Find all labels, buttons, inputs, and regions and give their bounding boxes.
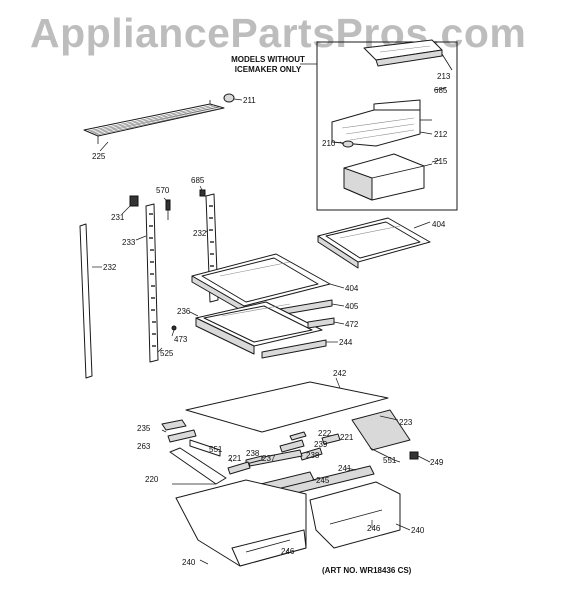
part-232-left-rail <box>79 223 93 379</box>
callout-240-b[interactable]: 240 <box>411 526 425 535</box>
callout-245[interactable]: 245 <box>316 476 330 485</box>
part-472 <box>307 317 335 329</box>
part-221-left <box>227 461 251 475</box>
part-233-ladder-rail <box>145 203 159 363</box>
callout-241[interactable]: 241 <box>338 464 352 473</box>
part-551-left <box>189 439 221 457</box>
callout-242[interactable]: 242 <box>333 369 347 378</box>
part-211 <box>223 93 235 103</box>
part-236-pan <box>195 301 323 355</box>
part-263 <box>167 429 197 443</box>
inset-title: MODELS WITHOUT ICEMAKER ONLY <box>231 55 305 74</box>
part-213 <box>363 39 453 71</box>
callout-212[interactable]: 212 <box>434 130 448 139</box>
part-551-right <box>369 447 395 461</box>
part-685-b <box>199 189 206 197</box>
callout-231[interactable]: 231 <box>111 213 125 222</box>
callout-223[interactable]: 223 <box>399 418 413 427</box>
callout-221-b[interactable]: 221 <box>228 454 242 463</box>
part-215 <box>343 153 433 201</box>
part-223 <box>351 409 411 451</box>
part-570 <box>165 199 171 220</box>
watermark-logo: AppliancePartsPros.com <box>30 10 527 56</box>
part-404-glass-shelf-right <box>317 217 431 269</box>
callout-213[interactable]: 213 <box>437 72 451 81</box>
callout-246-a[interactable]: 246 <box>281 547 295 556</box>
callout-236[interactable]: 236 <box>177 307 191 316</box>
callout-221-a[interactable]: 221 <box>340 433 354 442</box>
callout-211[interactable]: 211 <box>243 96 256 105</box>
callout-244[interactable]: 244 <box>339 338 353 347</box>
callout-551-b[interactable]: 551 <box>383 456 397 465</box>
part-473 <box>171 325 177 331</box>
callout-240-a[interactable]: 240 <box>182 558 196 567</box>
callout-239[interactable]: 239 <box>314 440 328 449</box>
part-225-wire-shelf <box>83 100 225 144</box>
callout-233[interactable]: 233 <box>122 238 136 247</box>
art-number: (ART NO. WR18436 CS) <box>322 566 412 575</box>
part-210 <box>339 140 354 148</box>
inset-frame <box>316 41 458 211</box>
callout-405[interactable]: 405 <box>345 302 359 311</box>
part-235 <box>161 419 187 431</box>
callout-215[interactable]: 215 <box>434 157 448 166</box>
callout-472[interactable]: 472 <box>345 320 359 329</box>
callout-232-a[interactable]: 232 <box>193 229 207 238</box>
callout-232-b[interactable]: 232 <box>103 263 117 272</box>
callout-685-b[interactable]: 685 <box>191 176 205 185</box>
part-240-left-drawer <box>175 479 307 567</box>
part-220 <box>169 447 227 485</box>
callout-570[interactable]: 570 <box>156 186 170 195</box>
part-249 <box>409 451 419 460</box>
callout-551-a[interactable]: 551 <box>209 445 223 454</box>
part-222 <box>289 431 307 441</box>
callout-685-a[interactable]: 685 <box>434 86 448 95</box>
part-212 <box>331 99 433 147</box>
callout-220[interactable]: 220 <box>145 475 159 484</box>
part-237 <box>247 449 303 467</box>
leader-lines <box>92 87 447 565</box>
part-239 <box>279 439 305 453</box>
callout-249[interactable]: 249 <box>430 458 444 467</box>
callout-225[interactable]: 225 <box>92 152 106 161</box>
callout-210[interactable]: 210 <box>322 139 336 148</box>
callout-404-b[interactable]: 404 <box>345 284 359 293</box>
part-231 <box>129 195 139 207</box>
callout-238-b[interactable]: 238 <box>306 451 320 460</box>
callout-404-a[interactable]: 404 <box>432 220 446 229</box>
callout-235[interactable]: 235 <box>137 424 151 433</box>
callout-222[interactable]: 222 <box>318 429 332 438</box>
part-221-right <box>321 433 341 445</box>
part-404-glass-shelf-middle <box>191 253 331 313</box>
callout-473[interactable]: 473 <box>174 335 188 344</box>
part-240-right-drawer <box>309 481 401 549</box>
callout-237[interactable]: 237 <box>262 454 276 463</box>
callout-238-a[interactable]: 238 <box>246 449 260 458</box>
callout-263[interactable]: 263 <box>137 442 151 451</box>
callout-246-b[interactable]: 246 <box>367 524 381 533</box>
part-244 <box>261 339 327 359</box>
part-238-right <box>299 447 323 461</box>
callout-525[interactable]: 525 <box>160 349 174 358</box>
part-242-glass-panel <box>185 381 389 433</box>
